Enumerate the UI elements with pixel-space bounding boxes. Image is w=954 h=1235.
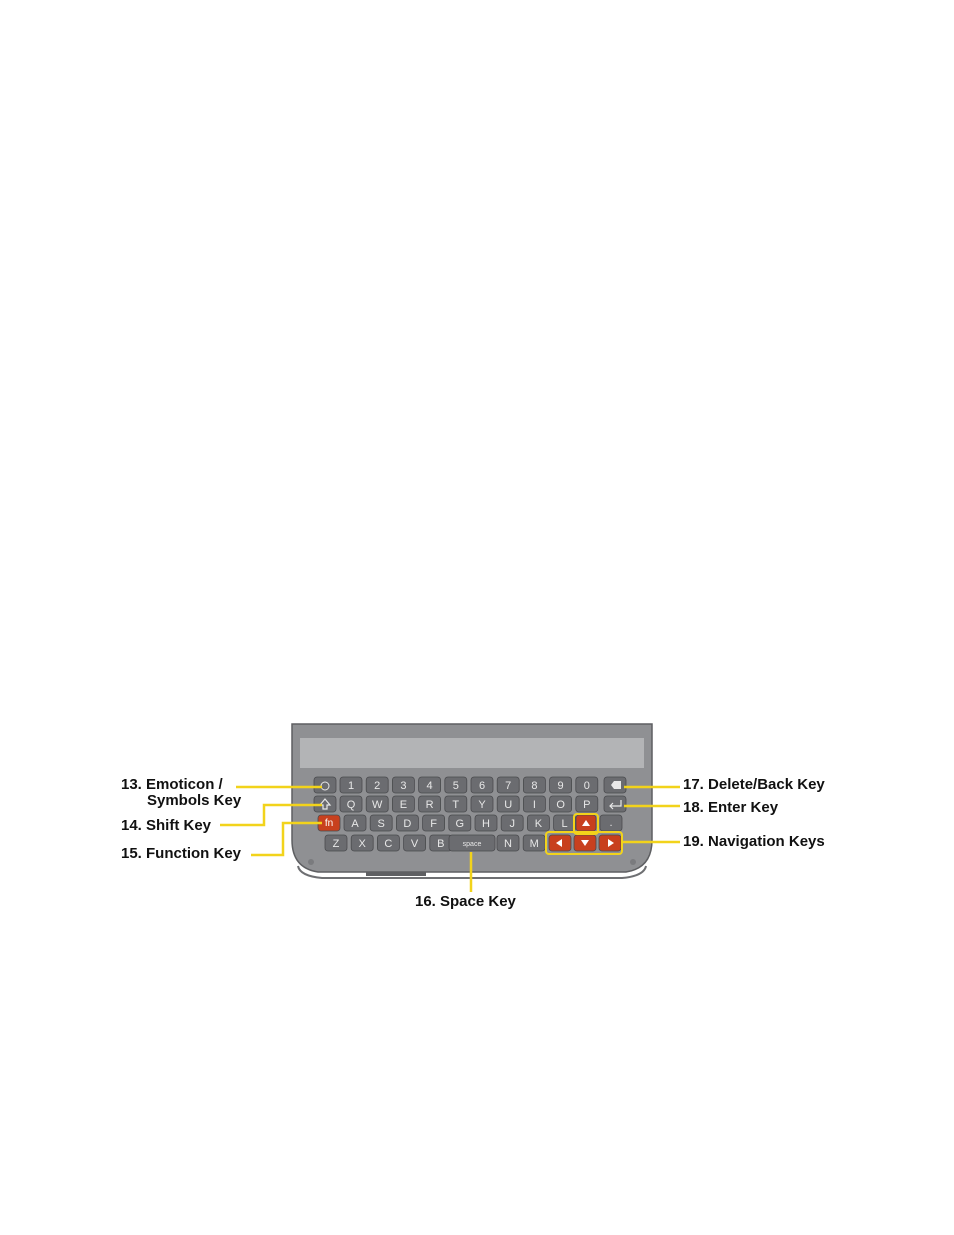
- fn-key-label: fn: [325, 818, 333, 829]
- keyboard-bezel: [300, 738, 644, 768]
- key-label: 8: [531, 780, 537, 792]
- key-label: 0: [584, 780, 590, 792]
- callout-function: 15. Function Key: [121, 846, 241, 862]
- key-label: 4: [427, 780, 433, 792]
- callout-space: 16. Space Key: [415, 894, 516, 910]
- callout-delete: 17. Delete/Back Key: [683, 777, 825, 793]
- space-key-label: space: [463, 841, 482, 848]
- key-label: X: [359, 838, 367, 850]
- hinge-dot-left: [308, 859, 314, 865]
- key-label: C: [384, 838, 392, 850]
- key-label: 1: [348, 780, 354, 792]
- key-label: 6: [479, 780, 485, 792]
- key-label: I: [533, 799, 536, 811]
- key-label: 2: [374, 780, 380, 792]
- key-label: M: [530, 838, 539, 850]
- key-label: N: [504, 838, 512, 850]
- callout-emoticon: 13. Emoticon / Symbols Key: [121, 777, 241, 809]
- callout-enter: 18. Enter Key: [683, 800, 778, 816]
- key-label: K: [535, 818, 543, 830]
- key-label: B: [437, 838, 444, 850]
- key-label: V: [411, 838, 419, 850]
- key-label: H: [482, 818, 490, 830]
- key-label: 7: [505, 780, 511, 792]
- callout-emoticon-line2: Symbols Key: [121, 793, 241, 809]
- key-label: P: [583, 799, 590, 811]
- key-label: G: [456, 818, 465, 830]
- bottom-slot: [366, 872, 426, 876]
- key-label: Q: [347, 799, 356, 811]
- key-label: A: [351, 818, 359, 830]
- key-label: F: [430, 818, 437, 830]
- key-label: 9: [558, 780, 564, 792]
- key-label: E: [400, 799, 407, 811]
- callout-shift: 14. Shift Key: [121, 818, 211, 834]
- key-label: L: [562, 818, 568, 830]
- key-label: R: [426, 799, 434, 811]
- key-label: W: [372, 799, 383, 811]
- key-label: Y: [478, 799, 486, 811]
- hinge-dot-right: [630, 859, 636, 865]
- period-key-label: .: [609, 817, 612, 829]
- key-label: T: [452, 799, 459, 811]
- key-label: Z: [333, 838, 340, 850]
- key-label: S: [378, 818, 385, 830]
- key-label: 3: [400, 780, 406, 792]
- callout-emoticon-line1: 13. Emoticon /: [121, 777, 241, 793]
- key-label: J: [509, 818, 515, 830]
- key-label: O: [556, 799, 565, 811]
- emoticon-key: [314, 777, 336, 793]
- key-label: D: [403, 818, 411, 830]
- key-label: 5: [453, 780, 459, 792]
- callout-navigation: 19. Navigation Keys: [683, 834, 825, 850]
- key-label: U: [504, 799, 512, 811]
- enter-key: [604, 796, 626, 812]
